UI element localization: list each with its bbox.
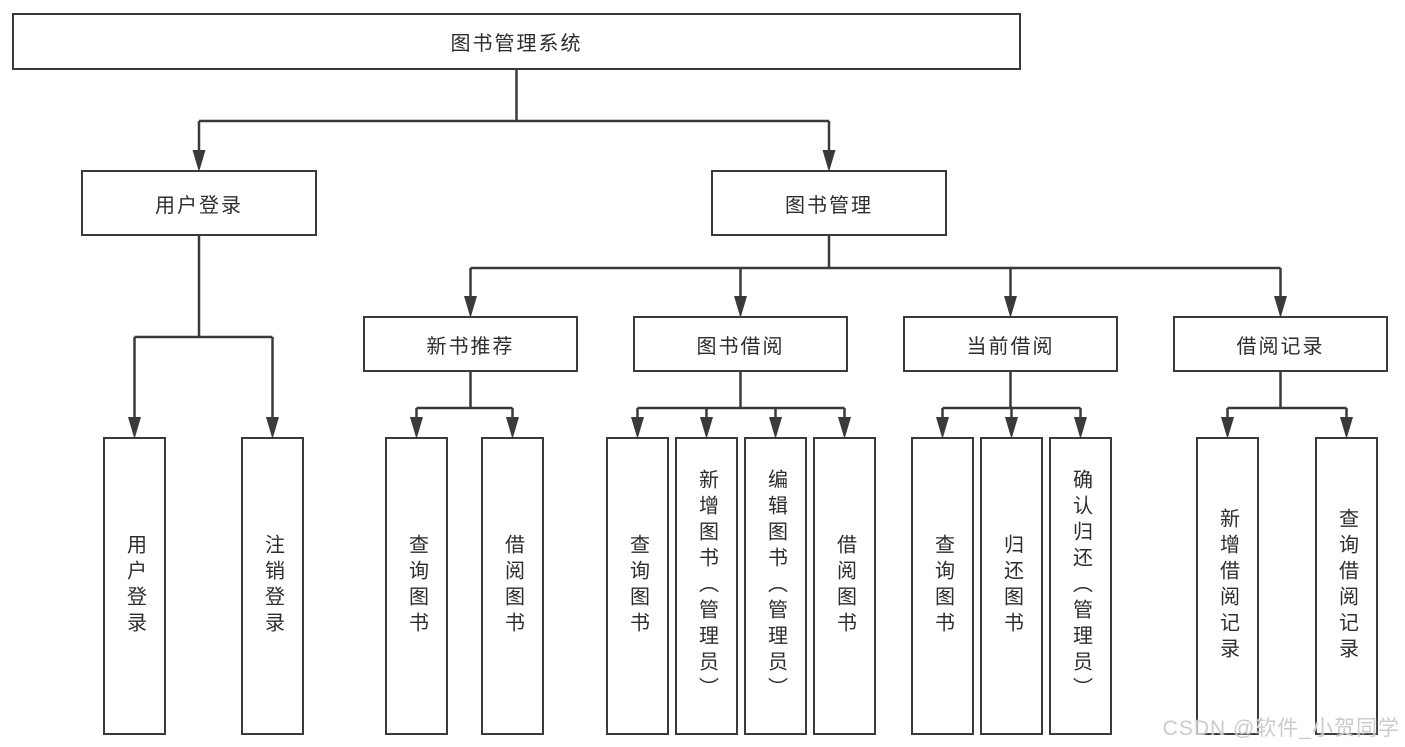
node-return-books-label: 归还图书 <box>1000 534 1023 638</box>
node-edit-books-admin: 编辑图书（管理员） <box>744 437 807 735</box>
node-logout-label: 注销登录 <box>261 534 284 638</box>
connector-root-to-level2 <box>192 70 836 172</box>
node-book-management: 图书管理 <box>711 170 947 236</box>
node-add-books-admin: 新增图书（管理员） <box>675 437 738 735</box>
connector-records-children <box>1221 371 1353 439</box>
node-logout: 注销登录 <box>241 437 304 735</box>
node-newbook-borrow-books-label: 借阅图书 <box>501 534 524 638</box>
node-borrow-query-books: 查询图书 <box>606 437 669 735</box>
node-confirm-return-admin: 确认归还（管理员） <box>1049 437 1112 735</box>
node-query-borrow-record-label: 查询借阅记录 <box>1335 508 1358 664</box>
node-new-book-recommendation: 新书推荐 <box>363 316 578 372</box>
node-borrow-query-books-label: 查询图书 <box>626 534 649 638</box>
node-user-login-group: 用户登录 <box>81 170 317 236</box>
node-borrow-borrow-books: 借阅图书 <box>813 437 876 735</box>
connector-new-book-children <box>410 371 519 439</box>
node-current-query-books: 查询图书 <box>911 437 974 735</box>
connector-book-borrow-children <box>631 371 851 439</box>
csdn-watermark: CSDN @软件_小贺同学 <box>1162 717 1400 740</box>
node-book-borrowing: 图书借阅 <box>633 316 848 372</box>
node-newbook-query-books: 查询图书 <box>385 437 448 735</box>
node-query-borrow-record: 查询借阅记录 <box>1315 437 1378 735</box>
connector-book-management-children <box>464 236 1287 318</box>
node-newbook-query-books-label: 查询图书 <box>405 534 428 638</box>
connector-current-borrow-children <box>936 371 1087 439</box>
node-add-borrow-record: 新增借阅记录 <box>1196 437 1259 735</box>
node-return-books: 归还图书 <box>980 437 1043 735</box>
node-edit-books-admin-label: 编辑图书（管理员） <box>764 469 787 703</box>
connector-user-login-children <box>128 236 279 439</box>
node-borrowing-records: 借阅记录 <box>1173 316 1388 372</box>
node-user-login: 用户登录 <box>103 437 166 735</box>
node-add-borrow-record-label: 新增借阅记录 <box>1216 508 1239 664</box>
node-newbook-borrow-books: 借阅图书 <box>481 437 544 735</box>
node-borrow-borrow-books-label: 借阅图书 <box>833 534 856 638</box>
node-current-borrowing: 当前借阅 <box>903 316 1118 372</box>
node-library-management-system: 图书管理系统 <box>12 13 1021 70</box>
node-add-books-admin-label: 新增图书（管理员） <box>695 469 718 703</box>
node-current-query-books-label: 查询图书 <box>931 534 954 638</box>
node-confirm-return-admin-label: 确认归还（管理员） <box>1069 469 1092 703</box>
node-user-login-label: 用户登录 <box>123 534 146 638</box>
